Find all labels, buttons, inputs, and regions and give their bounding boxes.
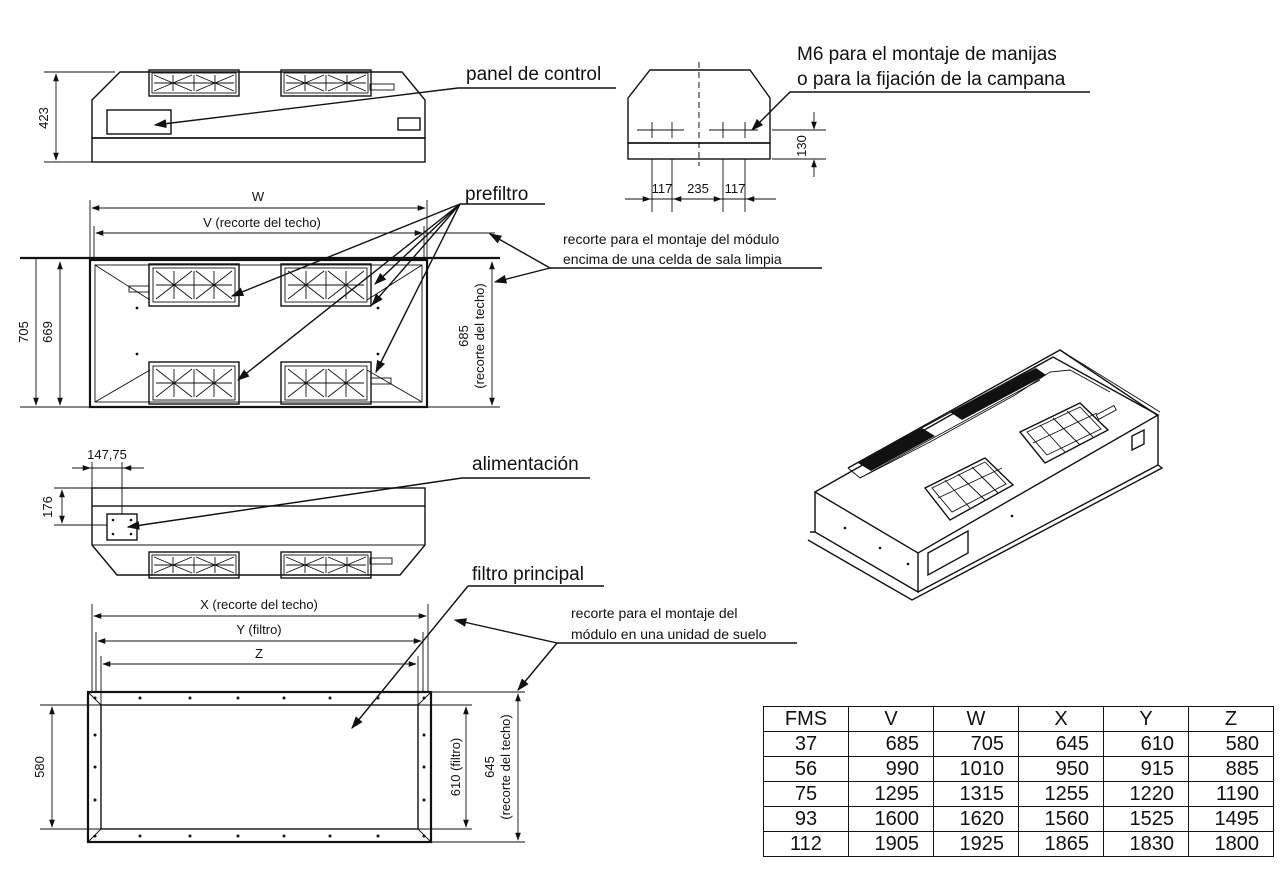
control-panel-label: panel de control — [466, 64, 601, 85]
table-cell: 685 — [848, 731, 934, 757]
table-cell: 1620 — [933, 806, 1019, 832]
table-cell: 1600 — [848, 806, 934, 832]
dim-y-filter: Y (filtro) — [236, 622, 281, 637]
prefilter-grille-icon — [923, 457, 1015, 521]
side-elevation-view: 117 235 117 130 M6 para el montaje de ma… — [625, 44, 1090, 212]
prefilter-grille-icon — [280, 551, 372, 579]
dim-cutout-645-value: 645 — [482, 756, 497, 778]
floor-cutout-note-line1: recorte para el montaje del — [571, 605, 738, 621]
table-header-cell: FMS — [763, 706, 849, 732]
table-cell: 645 — [1018, 731, 1104, 757]
dim-height-176: 176 — [40, 496, 55, 518]
dim-side-117-left: 117 — [652, 181, 673, 196]
table-header-cell: V — [848, 706, 934, 732]
m6-label-line2: o para la fijación de la campana — [797, 69, 1066, 90]
table-header-cell: X — [1018, 706, 1104, 732]
m6-label-line1: M6 para el montaje de manijas — [797, 44, 1057, 65]
table-cell: 990 — [848, 756, 934, 782]
table-row: 93 1600 1620 1560 1525 1495 — [763, 806, 1274, 832]
dim-filter-610: 610 (filtro) — [448, 738, 463, 797]
table-cell: 1190 — [1188, 781, 1274, 807]
prefilter-grille-icon — [280, 361, 372, 405]
dim-height-580: 580 — [32, 756, 47, 778]
dim-height-705: 705 — [16, 321, 31, 343]
table-cell: 1865 — [1018, 831, 1104, 857]
table-cell: 1295 — [848, 781, 934, 807]
dim-x-cutout: X (recorte del techo) — [200, 597, 318, 612]
dim-height-top: 423 — [36, 107, 51, 129]
prefilter-grille-icon — [280, 69, 372, 97]
power-supply-label: alimentación — [472, 454, 579, 475]
table-cell: 580 — [1188, 731, 1274, 757]
prefilter-grille-icon — [1018, 402, 1110, 464]
control-panel-outline — [927, 529, 969, 577]
table-cell: 950 — [1018, 756, 1104, 782]
table-cell: 1220 — [1103, 781, 1189, 807]
dim-height-669: 669 — [40, 321, 55, 343]
table-cell: 1925 — [933, 831, 1019, 857]
table-header-cell: Y — [1103, 706, 1189, 732]
table-cell: 1800 — [1188, 831, 1274, 857]
bottom-plan-view: X (recorte del techo) Y (filtro) Z 580 6… — [32, 564, 797, 844]
table-cell: 1830 — [1103, 831, 1189, 857]
dim-cutout-645-label: (recorte del techo) — [498, 714, 513, 820]
table-cell: 1495 — [1188, 806, 1274, 832]
prefilter-label: prefiltro — [465, 184, 528, 205]
table-cell: 56 — [763, 756, 849, 782]
control-panel-outline — [106, 109, 172, 135]
table-header-cell: W — [933, 706, 1019, 732]
dim-side-235: 235 — [687, 181, 709, 196]
table-cell: 1560 — [1018, 806, 1104, 832]
table-row: 56 990 1010 950 915 885 — [763, 756, 1274, 782]
prefilter-grille-icon — [148, 551, 240, 579]
top-plan-view: W V (recorte del techo) 705 669 685 (rec… — [16, 184, 822, 409]
table-cell: 93 — [763, 806, 849, 832]
front-elevation-view: 423 panel de control — [36, 64, 616, 163]
ceiling-cutout-note-line2: encima de una celda de sala limpia — [563, 251, 782, 267]
dim-side-117-right: 117 — [725, 181, 746, 196]
table-cell: 37 — [763, 731, 849, 757]
table-header-row: FMS V W X Y Z — [763, 706, 1274, 732]
dim-cutout-685-label: (recorte del techo) — [472, 283, 487, 389]
table-cell: 1525 — [1103, 806, 1189, 832]
dim-side-130: 130 — [794, 135, 809, 157]
table-cell: 1905 — [848, 831, 934, 857]
table-cell: 915 — [1103, 756, 1189, 782]
bottom-elevation-view: 147,75 176 alimentación — [40, 447, 590, 579]
dim-w: W — [252, 189, 265, 204]
dim-v-cutout: V (recorte del techo) — [203, 215, 321, 230]
table-cell: 885 — [1188, 756, 1274, 782]
prefilter-grille-icon — [148, 263, 240, 307]
table-cell: 75 — [763, 781, 849, 807]
main-filter-label: filtro principal — [472, 564, 584, 585]
table-cell: 1010 — [933, 756, 1019, 782]
prefilter-grille-icon — [148, 69, 240, 97]
table-cell: 112 — [763, 831, 849, 857]
fms-dimension-table: FMS V W X Y Z 37 685 705 645 610 580 56 … — [763, 706, 1274, 857]
dim-z: Z — [255, 646, 263, 661]
isometric-view — [807, 349, 1164, 601]
prefilter-grille-icon — [148, 361, 240, 405]
dim-cutout-685-value: 685 — [456, 325, 471, 347]
table-row: 75 1295 1315 1255 1220 1190 — [763, 781, 1274, 807]
table-row: 112 1905 1925 1865 1830 1800 — [763, 831, 1274, 857]
table-header-cell: Z — [1188, 706, 1274, 732]
dim-offset-147: 147,75 — [87, 447, 127, 462]
bolt-holes — [93, 696, 426, 838]
ceiling-cutout-note-line1: recorte para el montaje del módulo — [563, 231, 780, 247]
table-cell: 1255 — [1018, 781, 1104, 807]
floor-cutout-note-line2: módulo en una unidad de suelo — [571, 626, 767, 642]
table-cell: 1315 — [933, 781, 1019, 807]
table-cell: 610 — [1103, 731, 1189, 757]
table-row: 37 685 705 645 610 580 — [763, 731, 1274, 757]
table-cell: 705 — [933, 731, 1019, 757]
